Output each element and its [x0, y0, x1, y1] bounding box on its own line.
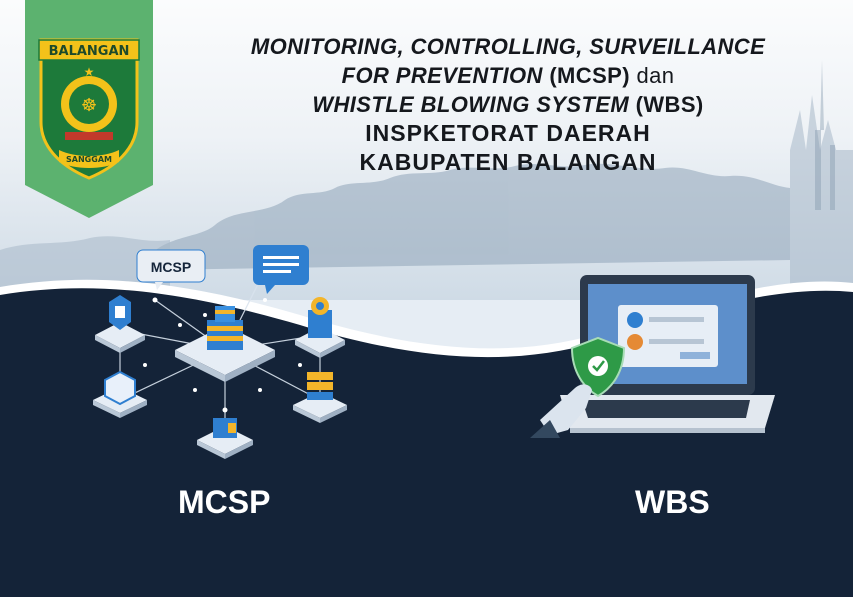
- title-line-3-text: WHISTLE BLOWING SYSTEM: [312, 92, 630, 117]
- title-connector: dan: [636, 63, 675, 88]
- title-line-2-text: FOR PREVENTION: [341, 63, 543, 88]
- central-server-node: [175, 306, 275, 382]
- regency-logo: BALANGAN ☸ SANGGAM ★: [25, 0, 153, 218]
- title-line-5: KABUPATEN BALANGAN: [359, 149, 657, 175]
- map-silhouette: [0, 60, 853, 290]
- svg-text:☸: ☸: [81, 95, 97, 116]
- title-line-4: INSPKETORAT DAERAH: [365, 120, 651, 146]
- title-line-3: WHISTLE BLOWING SYSTEM (WBS): [190, 90, 826, 119]
- logo-banner-text: BALANGAN: [49, 44, 130, 59]
- logo-motto: SANGGAM: [66, 155, 112, 164]
- title-line-2: FOR PREVENTION (MCSP) dan: [190, 61, 826, 90]
- security-node-icon: [95, 295, 145, 353]
- shield-check-icon: [570, 336, 626, 398]
- svg-text:★: ★: [84, 65, 95, 79]
- database-node-icon: [293, 372, 347, 423]
- mcsp-speech-bubble: MCSP: [136, 249, 206, 290]
- title-line-1: MONITORING, CONTROLLING, SURVEILLANCE: [250, 34, 766, 59]
- mcsp-bubble-label: MCSP: [151, 259, 191, 275]
- file-node-icon: [197, 418, 253, 459]
- gear-node-icon: [295, 297, 345, 358]
- chat-bubble-icon: [253, 245, 309, 294]
- title-mcsp-abbr: (MCSP): [549, 63, 630, 88]
- mcsp-link[interactable]: MCSP: [178, 484, 271, 520]
- box-node-icon: [93, 370, 147, 418]
- wbs-laptop-illustration[interactable]: [530, 270, 775, 445]
- wbs-link[interactable]: WBS: [635, 484, 710, 520]
- laptop-icon: [560, 275, 775, 433]
- mcsp-network-illustration[interactable]: MCSP: [85, 240, 375, 470]
- hand-icon: [530, 384, 592, 438]
- title-wbs-abbr: (WBS): [635, 92, 704, 117]
- page-title: MONITORING, CONTROLLING, SURVEILLANCE FO…: [190, 32, 826, 177]
